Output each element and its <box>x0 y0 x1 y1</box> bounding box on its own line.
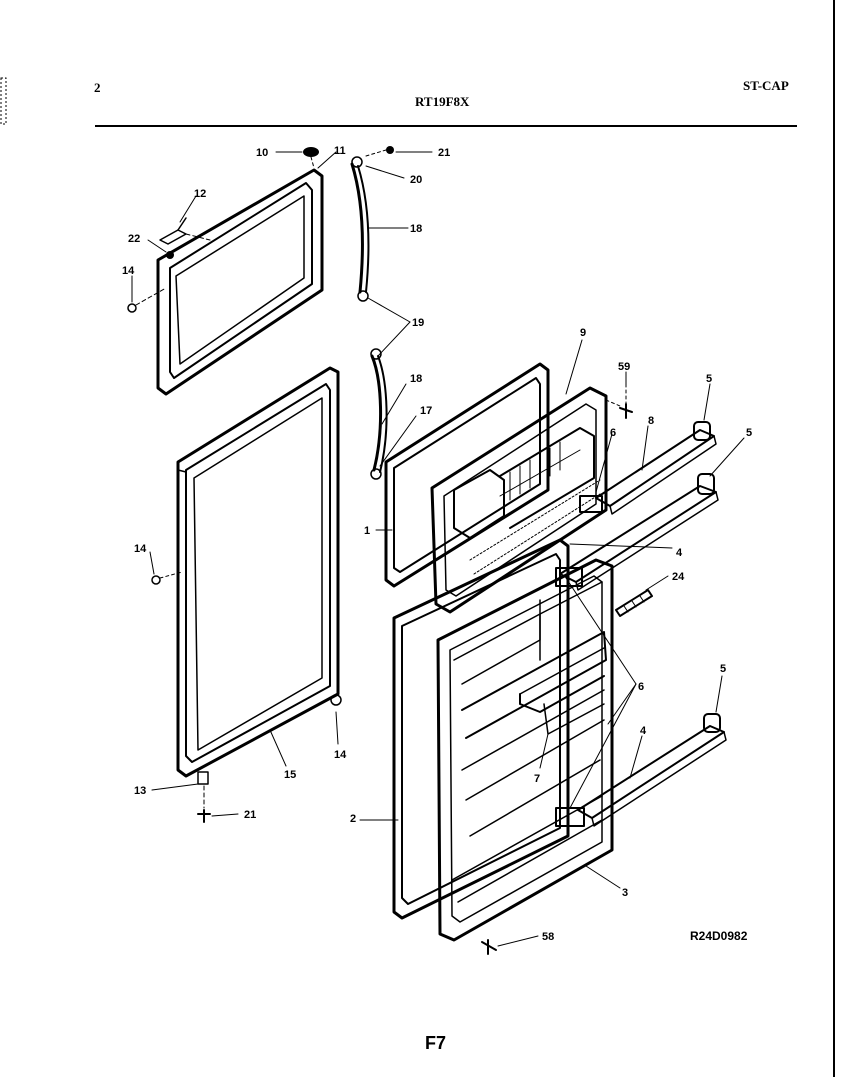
callout-14-upper: 14 <box>122 265 135 277</box>
callout-20: 20 <box>410 174 422 186</box>
upper-door-handle <box>350 146 394 302</box>
callout-19: 19 <box>412 317 424 329</box>
page-number: 2 <box>94 80 101 95</box>
callout-11: 11 <box>334 145 346 157</box>
part-14-screw-left-icon <box>151 571 183 585</box>
callout-17: 17 <box>420 405 432 417</box>
model-number: RT19F8X <box>415 94 470 109</box>
lower-door-handle <box>370 348 388 480</box>
callout-1: 1 <box>364 525 370 537</box>
part-22-screw-icon <box>166 251 174 259</box>
page-edge-line <box>833 0 835 1077</box>
part-13-hinge-pin-icon <box>197 771 211 823</box>
footer-figure-label: F7 <box>425 1033 447 1053</box>
callout-9: 9 <box>580 327 586 339</box>
diagram-reference-code: R24D0982 <box>690 929 748 943</box>
fresh-food-door-liner <box>436 558 614 942</box>
callout-4-lower: 4 <box>640 725 647 737</box>
callout-22: 22 <box>128 233 140 245</box>
callout-21-top: 21 <box>438 147 450 159</box>
part-10-plug-icon <box>303 147 319 169</box>
middle-shelf-rail <box>555 473 719 591</box>
callout-10: 10 <box>256 147 268 159</box>
callout-13: 13 <box>134 785 146 797</box>
header-rule <box>95 125 797 127</box>
section-code: ST-CAP <box>743 78 789 93</box>
callout-18-lower: 18 <box>410 373 422 385</box>
freezer-door-outer-gasket <box>384 362 550 588</box>
callout-5-top: 5 <box>706 373 712 385</box>
callout-8: 8 <box>648 415 654 427</box>
callout-5-lower: 5 <box>720 663 726 675</box>
callout-3: 3 <box>622 887 628 899</box>
callout-21-bottom: 21 <box>244 809 256 821</box>
part-12-bracket <box>159 217 211 245</box>
callout-14-lower: 14 <box>334 749 347 761</box>
callout-4-upper: 4 <box>676 547 683 559</box>
callout-58: 58 <box>542 931 554 943</box>
part-24-tube-icon <box>615 589 653 617</box>
callout-24: 24 <box>672 571 685 583</box>
fresh-food-outer-gasket <box>392 538 570 920</box>
freezer-door-gasket <box>156 168 324 396</box>
callout-leaders <box>131 151 745 947</box>
callout-7: 7 <box>534 773 540 785</box>
callout-6-lower: 6 <box>638 681 644 693</box>
upper-shelf-rail <box>579 421 717 515</box>
callout-15: 15 <box>284 769 296 781</box>
callout-6-upper: 6 <box>610 427 616 439</box>
callout-18-upper: 18 <box>410 223 422 235</box>
part-14-screw-lower-icon <box>330 694 342 706</box>
part-58-screw-icon <box>481 939 497 955</box>
part-14-screw-icon <box>127 287 167 313</box>
callout-5-middle: 5 <box>746 427 752 439</box>
fresh-food-door-gasket <box>176 366 340 778</box>
callout-59: 59 <box>618 361 630 373</box>
callout-14-left: 14 <box>134 543 147 555</box>
scan-edge-mark <box>0 77 7 125</box>
callout-2: 2 <box>350 813 356 825</box>
callout-12: 12 <box>194 188 206 200</box>
part-59-screw-icon <box>605 383 633 419</box>
